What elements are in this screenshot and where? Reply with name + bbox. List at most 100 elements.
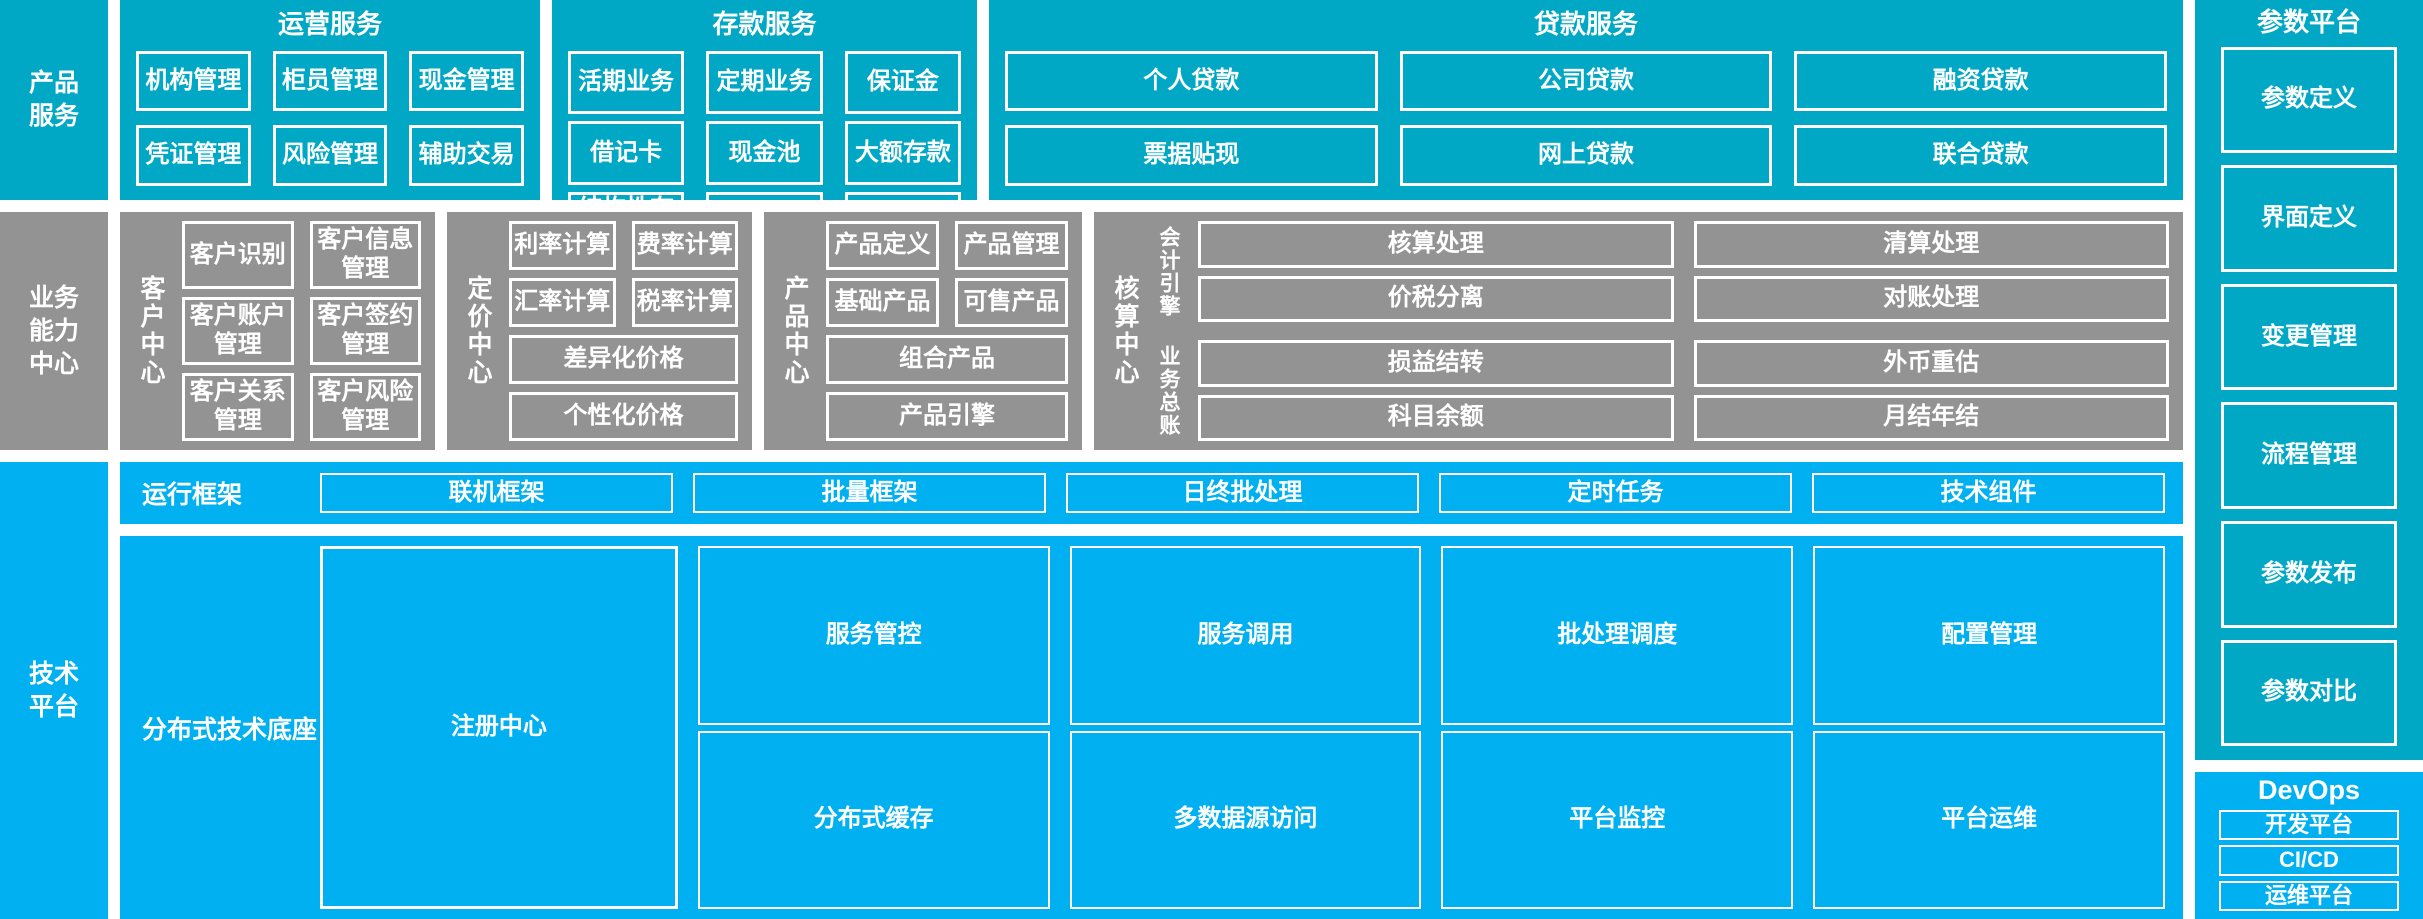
- capability-item[interactable]: 产品管理: [955, 221, 1068, 270]
- tech-item-registry[interactable]: 注册中心: [320, 546, 678, 909]
- capability-item[interactable]: 客户账户管理: [182, 297, 294, 365]
- service-item[interactable]: 活期业务: [568, 50, 685, 115]
- service-item[interactable]: 联合贷款: [1794, 125, 2167, 186]
- capability-item[interactable]: 客户关系管理: [182, 373, 294, 441]
- center-label: 定价中心: [464, 275, 492, 387]
- service-item[interactable]: 现金池: [706, 121, 823, 185]
- capability-item[interactable]: 客户识别: [182, 221, 294, 289]
- capability-item[interactable]: 利率计算: [509, 221, 616, 270]
- service-item[interactable]: 凭证管理: [136, 125, 251, 186]
- service-item[interactable]: 大额存款: [844, 121, 961, 185]
- service-item[interactable]: 现金管理: [409, 50, 524, 112]
- capability-item[interactable]: 费率计算: [631, 221, 738, 270]
- parameter-item[interactable]: 参数定义: [2221, 46, 2397, 154]
- service-item[interactable]: 融资贷款: [1794, 50, 2167, 112]
- distributed-base-label: 分布式技术底座: [142, 715, 318, 744]
- product-services-band: 产品 服务 运营服务 机构管理 柜员管理 现金管理 凭证管理 风险管理 辅助交易…: [0, 0, 2423, 256]
- service-item[interactable]: 借记卡: [568, 121, 685, 185]
- center-label: 核算中心: [1111, 275, 1139, 387]
- service-item-grid: 个人贷款 公司贷款 融资贷款 票据贴现 网上贷款 联合贷款: [1005, 50, 2167, 186]
- parameter-item[interactable]: 流程管理: [2221, 402, 2397, 509]
- tech-item[interactable]: 服务管控: [697, 546, 1050, 725]
- runtime-framework-strip: 运行框架 联机框架 批量框架 日终批处理 定时任务 技术组件: [120, 462, 2183, 524]
- tech-item[interactable]: 服务调用: [1069, 546, 1422, 725]
- tech-item[interactable]: 联机框架: [320, 473, 673, 513]
- tech-item[interactable]: 技术组件: [1812, 473, 2165, 513]
- tech-item-stack: 配置管理 平台运维: [1813, 546, 2165, 909]
- tech-item-stack: 服务管控 分布式缓存: [697, 546, 1050, 909]
- tech-item[interactable]: 批量框架: [693, 473, 1046, 513]
- tech-item[interactable]: 日终批处理: [1066, 473, 1419, 513]
- parameter-item[interactable]: 界面定义: [2221, 165, 2397, 272]
- center-row: 产品定义 产品管理: [826, 221, 1068, 270]
- service-item[interactable]: 网上贷款: [1399, 125, 1773, 186]
- capability-item[interactable]: 产品定义: [826, 221, 939, 270]
- capability-item[interactable]: 汇率计算: [509, 278, 616, 327]
- capability-item[interactable]: 客户风险管理: [309, 373, 421, 441]
- service-item[interactable]: 柜员管理: [272, 50, 388, 112]
- center-row: 客户识别 客户信息管理: [182, 221, 421, 289]
- capability-item[interactable]: 价税分离: [1198, 275, 1674, 322]
- service-item[interactable]: 公司贷款: [1399, 50, 1773, 112]
- capability-item[interactable]: 差异化价格: [509, 335, 738, 384]
- capability-item[interactable]: 个性化价格: [509, 392, 738, 441]
- runtime-framework-label: 运行框架: [142, 481, 243, 509]
- devops-item[interactable]: 开发平台: [2219, 809, 2399, 841]
- center-body: 客户识别 客户信息管理 客户账户管理 客户签约管理 客户关系管理 客户风险管理: [172, 221, 421, 441]
- center-row: 利率计算 费率计算: [509, 221, 738, 270]
- band-label-technical-platform: 技术 平台: [0, 462, 108, 919]
- tech-item[interactable]: 多数据源访问: [1069, 730, 1422, 909]
- capability-item[interactable]: 对账处理: [1693, 275, 2169, 322]
- devops-item[interactable]: 运维平台: [2219, 880, 2399, 911]
- center-body: 产品定义 产品管理 基础产品 可售产品 组合产品 产品引擎: [816, 221, 1068, 441]
- accounting-subgroup-ledger: 业务总账 损益结转 外币重估 科目余额 月结年结: [1146, 340, 2169, 441]
- center-row: 基础产品 可售产品: [826, 278, 1068, 327]
- tech-item-stack: 批处理调度 平台监控: [1441, 546, 1794, 909]
- capability-item[interactable]: 税率计算: [631, 278, 738, 327]
- center-row: 个性化价格: [509, 392, 738, 441]
- capability-item[interactable]: 清算处理: [1693, 221, 2169, 268]
- center-body: 利率计算 费率计算 汇率计算 税率计算 差异化价格 个性化价格: [499, 221, 738, 441]
- parameter-item[interactable]: 变更管理: [2221, 283, 2397, 391]
- devops-title: DevOps: [2257, 775, 2361, 806]
- runtime-framework-items: 联机框架 批量框架 日终批处理 定时任务 技术组件: [320, 472, 2165, 514]
- capability-item[interactable]: 核算处理: [1198, 221, 1674, 268]
- devops-panel: DevOps 开发平台 CI/CD 运维平台: [2195, 772, 2423, 919]
- capability-item[interactable]: 组合产品: [826, 335, 1068, 384]
- technical-platform-main: 运行框架 联机框架 批量框架 日终批处理 定时任务 技术组件 分布式技术底座 注…: [120, 462, 2183, 919]
- tech-item[interactable]: 平台运维: [1813, 730, 2165, 909]
- service-item[interactable]: 机构管理: [136, 50, 251, 112]
- service-item[interactable]: 个人贷款: [1005, 50, 1378, 112]
- parameter-item[interactable]: 参数对比: [2221, 639, 2397, 747]
- tech-item[interactable]: 平台监控: [1441, 730, 1794, 909]
- service-item[interactable]: 定期业务: [706, 50, 823, 115]
- subgroup-grid: 核算处理 清算处理 价税分离 对账处理: [1190, 221, 2169, 322]
- service-item[interactable]: 风险管理: [272, 125, 388, 186]
- tech-item[interactable]: 批处理调度: [1441, 546, 1794, 725]
- parameter-item[interactable]: 参数发布: [2221, 520, 2397, 628]
- capability-item[interactable]: 产品引擎: [826, 392, 1068, 441]
- capability-item[interactable]: 科目余额: [1198, 394, 1674, 441]
- capability-item[interactable]: 可售产品: [955, 278, 1068, 327]
- subgroup-label: 会计引擎: [1157, 225, 1180, 318]
- capability-item[interactable]: 客户签约管理: [309, 297, 421, 365]
- devops-item[interactable]: CI/CD: [2219, 845, 2399, 876]
- tech-item[interactable]: 定时任务: [1439, 473, 1792, 513]
- center-label: 产品中心: [781, 275, 809, 387]
- capability-item[interactable]: 客户信息管理: [309, 221, 421, 289]
- center-row: 组合产品: [826, 335, 1068, 384]
- tech-item[interactable]: 分布式缓存: [697, 730, 1050, 909]
- tech-item-stack: 服务调用 多数据源访问: [1069, 546, 1422, 909]
- capability-item[interactable]: 损益结转: [1198, 340, 1674, 387]
- service-item[interactable]: 票据贴现: [1005, 125, 1378, 186]
- center-row: 差异化价格: [509, 335, 738, 384]
- center-product: 产品中心 产品定义 产品管理 基础产品 可售产品 组合产品 产品引擎: [764, 212, 1082, 450]
- service-group-deposits: 存款服务 活期业务 定期业务 保证金 借记卡 现金池 大额存款 结构性存款 账户…: [552, 0, 977, 256]
- capability-item[interactable]: 月结年结: [1693, 394, 2169, 441]
- capability-item[interactable]: 基础产品: [826, 278, 939, 327]
- capability-item[interactable]: 外币重估: [1693, 340, 2169, 387]
- subgroup-grid: 损益结转 外币重估 科目余额 月结年结: [1190, 340, 2169, 441]
- service-item[interactable]: 保证金: [844, 50, 961, 115]
- tech-item[interactable]: 配置管理: [1813, 546, 2165, 725]
- service-item[interactable]: 辅助交易: [409, 125, 524, 186]
